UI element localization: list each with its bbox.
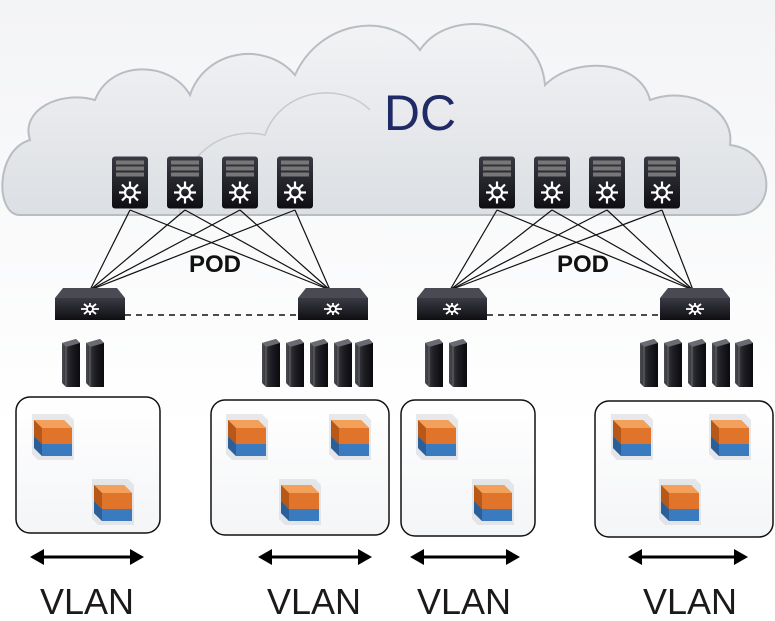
access-switch-icon — [417, 287, 487, 321]
server-icon — [449, 338, 467, 388]
core-switch-icon — [277, 155, 313, 210]
vm-icon — [32, 414, 74, 460]
server-icon — [688, 338, 706, 388]
double-arrow-icon — [410, 549, 520, 565]
core-switch-icon — [589, 155, 625, 210]
servers-group-2 — [262, 338, 373, 388]
vlan-label: VLAN — [417, 581, 511, 621]
servers-group-1 — [62, 338, 104, 388]
vlan-arrows — [30, 549, 748, 565]
pod-label-left: POD — [189, 251, 241, 278]
core-switch-icon — [167, 155, 203, 210]
server-icon — [286, 338, 304, 388]
vm-icon — [92, 479, 134, 525]
vlan-label: VLAN — [267, 581, 361, 621]
vm-icon — [709, 414, 751, 460]
servers-group-3 — [425, 338, 467, 388]
server-icon — [86, 338, 104, 388]
access-switch-icon — [660, 287, 730, 321]
server-icon — [355, 338, 373, 388]
servers-group-4 — [640, 338, 753, 388]
pod-label-right: POD — [557, 251, 609, 278]
core-switch-icon — [534, 155, 570, 210]
vm-icon — [279, 479, 321, 525]
pod-left-links — [89, 209, 331, 291]
server-icon — [62, 338, 80, 388]
vlan-label: VLAN — [40, 581, 134, 621]
core-switch-icon — [112, 155, 148, 210]
server-icon — [664, 338, 682, 388]
dc-label: DC — [384, 85, 456, 141]
vm-icon — [472, 479, 514, 525]
core-switch-icon — [222, 155, 258, 210]
server-icon — [735, 338, 753, 388]
core-switch-icon — [479, 155, 515, 210]
vm-icon — [659, 479, 701, 525]
pod-right-links — [449, 209, 694, 291]
server-icon — [310, 338, 328, 388]
core-switch-icon — [644, 155, 680, 210]
vlan-label: VLAN — [643, 581, 737, 621]
vm-icon — [226, 414, 268, 460]
server-icon — [334, 338, 352, 388]
double-arrow-icon — [30, 549, 144, 565]
server-icon — [640, 338, 658, 388]
access-switch-icon — [55, 287, 125, 321]
vm-icon — [329, 414, 371, 460]
double-arrow-icon — [628, 549, 748, 565]
vm-icon — [416, 414, 458, 460]
server-icon — [712, 338, 730, 388]
vm-icon — [611, 414, 653, 460]
access-switch-icon — [298, 287, 368, 321]
double-arrow-icon — [258, 549, 372, 565]
server-icon — [262, 338, 280, 388]
server-icon — [425, 338, 443, 388]
